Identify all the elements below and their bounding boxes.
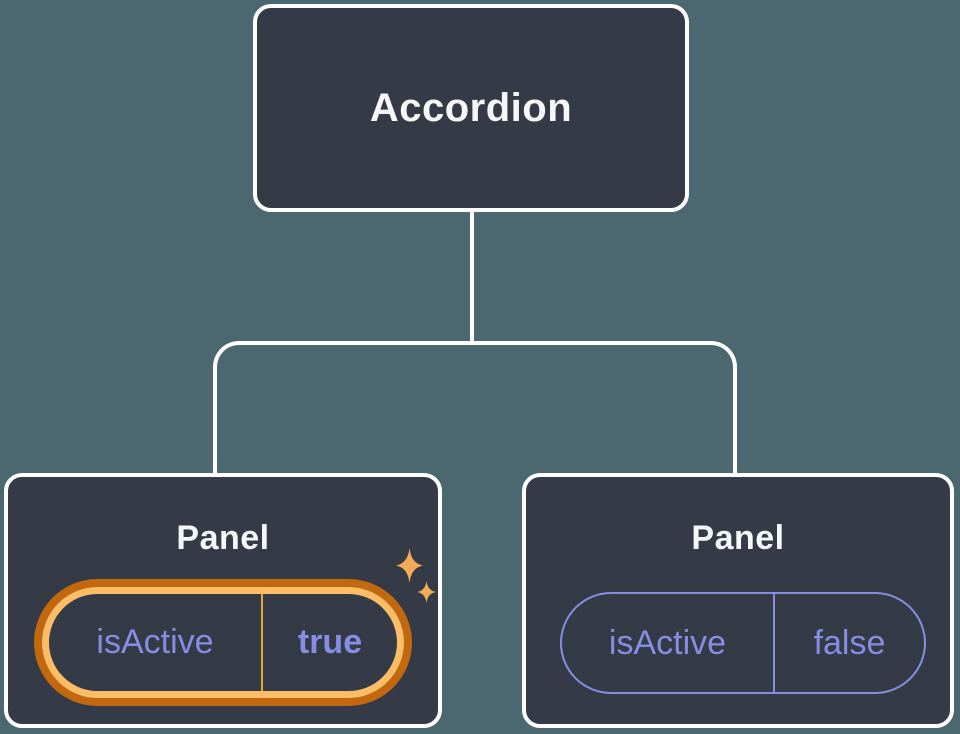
pill-divider xyxy=(261,594,263,691)
prop-value-cell: false xyxy=(775,594,924,692)
panel-node-inactive: Panel isActive false xyxy=(522,473,954,728)
isactive-false-pill: isActive false xyxy=(560,592,926,694)
isactive-true-pill: isActive true xyxy=(42,587,404,698)
connector-root-line xyxy=(470,212,474,343)
panel-node-active: Panel isActive true xyxy=(4,473,442,728)
connector-branch-lines xyxy=(213,341,737,473)
prop-name-label: isActive xyxy=(96,623,214,661)
prop-value-cell: true xyxy=(263,594,397,691)
sparkle-icon xyxy=(417,581,436,603)
sparkle-icon xyxy=(396,548,423,583)
prop-name-label: isActive xyxy=(608,623,727,662)
prop-name-cell: isActive xyxy=(562,594,773,692)
accordion-label: Accordion xyxy=(369,85,573,130)
panel-title: Panel xyxy=(691,519,785,557)
prop-value-label: true xyxy=(297,623,363,661)
accordion-node: Accordion xyxy=(253,4,689,212)
pill-divider xyxy=(773,594,775,692)
prop-name-cell: isActive xyxy=(49,594,261,691)
panel-title: Panel xyxy=(176,519,270,557)
prop-value-label: false xyxy=(813,623,886,662)
